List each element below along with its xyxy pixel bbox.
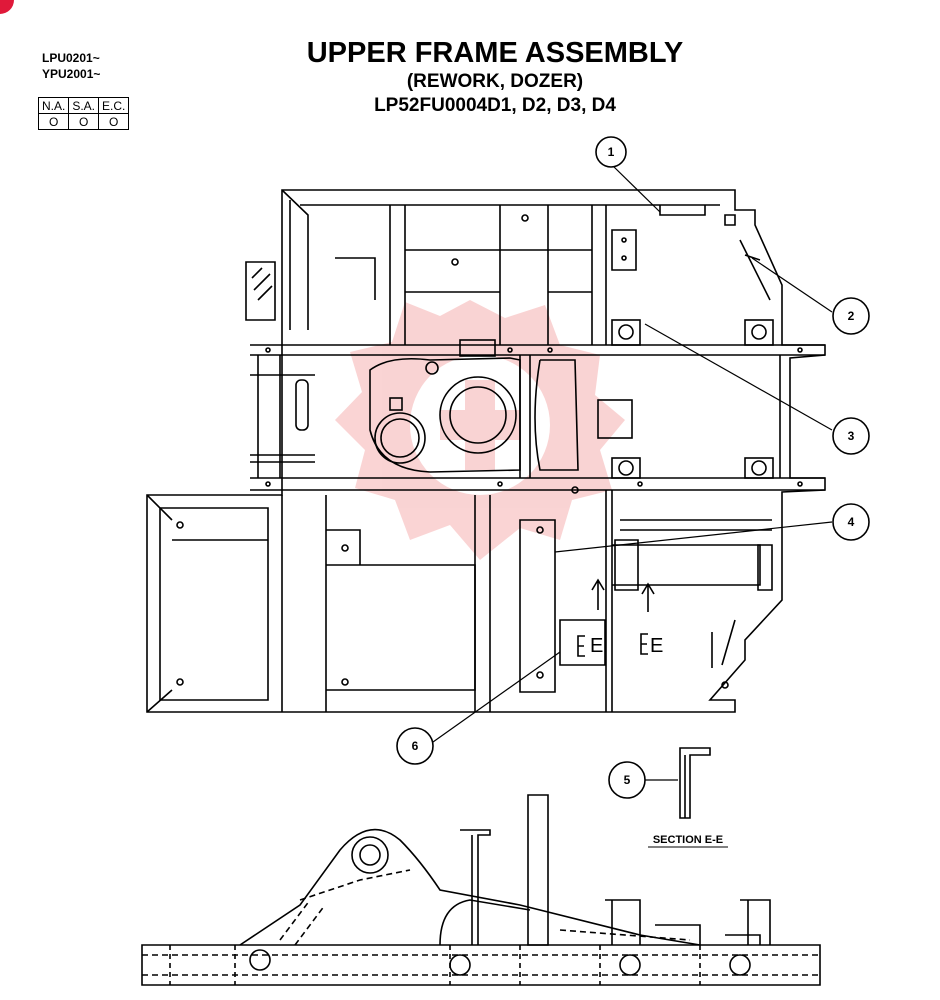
callout-number: 4 xyxy=(848,515,855,529)
callout-number: 3 xyxy=(848,429,855,443)
serial-range: YPU2001~ xyxy=(42,67,101,81)
callout-number: 1 xyxy=(608,145,615,159)
callout-3 xyxy=(832,417,870,455)
callout-number: 5 xyxy=(624,773,631,787)
page-subtitle: (REWORK, DOZER) xyxy=(406,71,584,92)
part-number: LP52FU0004D1, D2, D3, D4 xyxy=(374,95,616,116)
serial-ranges: LPU0201~ YPU2001~ xyxy=(42,50,100,82)
title-block: UPPER FRAME ASSEMBLY (REWORK, DOZER) LP5… xyxy=(250,36,740,118)
section-label: SECTION E-E xyxy=(653,834,723,846)
callout-4 xyxy=(832,503,870,541)
page-title: UPPER FRAME ASSEMBLY xyxy=(306,37,684,69)
callout-1 xyxy=(595,136,627,168)
applicability-mark: O xyxy=(37,113,70,130)
section-detail xyxy=(679,747,711,819)
applicability-mark: O xyxy=(98,113,130,130)
callout-5 xyxy=(608,761,646,799)
leader-lines xyxy=(432,164,833,781)
side-elevation xyxy=(141,794,821,986)
applicability-table: N.A. S.A. E.C. O O O xyxy=(37,97,130,130)
callout-6 xyxy=(396,727,434,765)
applicability-header: N.A. xyxy=(37,97,70,114)
applicability-header: E.C. xyxy=(98,97,130,114)
serial-range: LPU0201~ xyxy=(42,51,100,65)
section-letter: E xyxy=(590,635,603,657)
watermark-logo xyxy=(335,300,625,560)
upper-frame-plan xyxy=(146,189,826,713)
callout-2 xyxy=(832,297,870,335)
section-letter: E xyxy=(650,635,663,657)
callout-number: 2 xyxy=(848,309,855,323)
callout-number: 6 xyxy=(412,739,419,753)
